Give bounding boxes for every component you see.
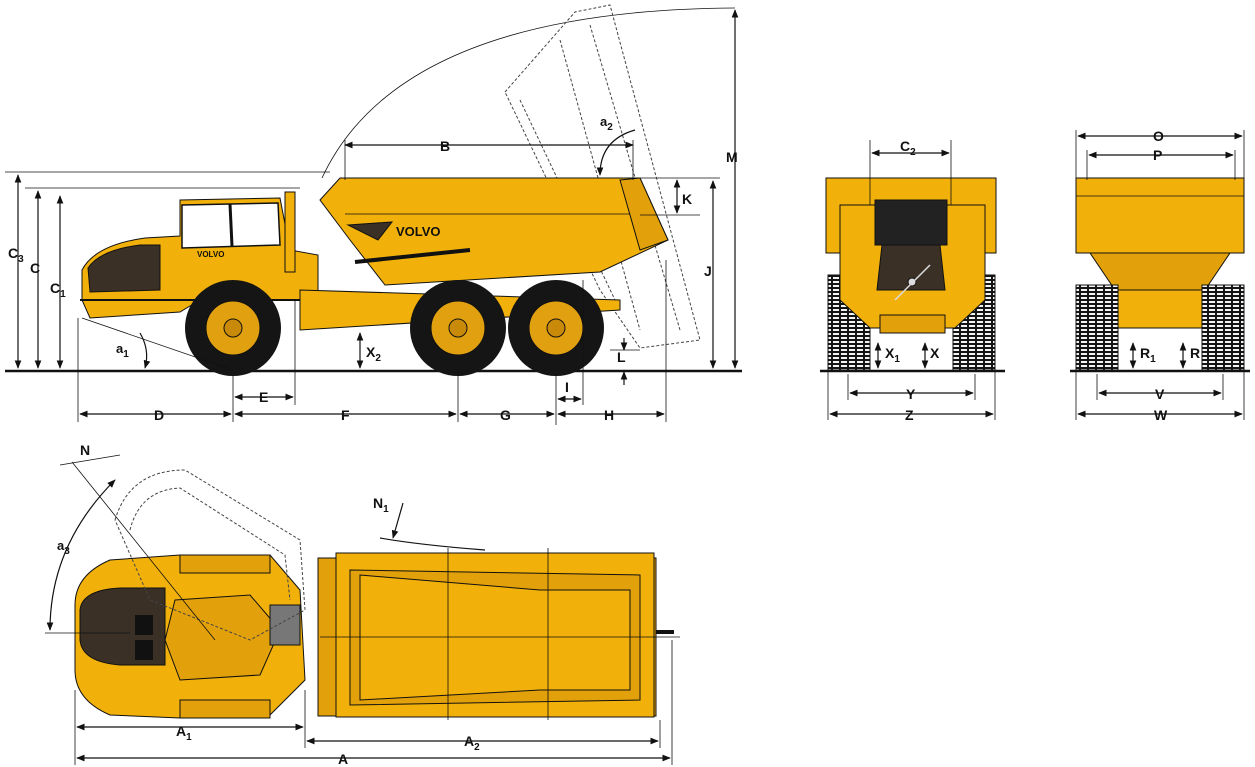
middle-wheel: [410, 280, 506, 376]
label-I: I: [565, 379, 569, 395]
label-R: R: [1190, 345, 1200, 361]
label-C1: C1: [50, 280, 66, 300]
label-W: W: [1154, 407, 1168, 423]
label-R1: R1: [1140, 345, 1156, 365]
label-Y: Y: [906, 386, 916, 402]
label-D: D: [154, 407, 164, 423]
label-K: K: [682, 191, 692, 207]
tipping-arc: [321, 7, 736, 179]
top-view: N1 N a3 A1 A2 A: [45, 442, 680, 767]
label-B: B: [440, 138, 450, 154]
label-O: O: [1153, 128, 1164, 144]
front-view: C2 X1 X Y Z: [820, 138, 1005, 423]
label-H: H: [604, 407, 614, 423]
front-wheel: [185, 280, 281, 376]
label-C3: C3: [8, 245, 24, 265]
label-a3: a3: [57, 538, 70, 557]
label-X2: X2: [366, 344, 381, 364]
rear-wheel: [508, 280, 604, 376]
label-J: J: [704, 263, 712, 279]
label-A: A: [338, 751, 348, 767]
label-V: V: [1155, 386, 1165, 402]
label-N1: N1: [373, 495, 389, 515]
volvo-body-logo: VOLVO: [396, 224, 441, 239]
label-a1: a1: [116, 341, 129, 360]
label-C2: C2: [900, 138, 916, 158]
label-L: L: [617, 349, 626, 365]
rear-view: O P R1 R V W: [1070, 128, 1250, 423]
label-N: N: [80, 442, 90, 458]
side-view: VOLVO VOLVO C3 C C1: [5, 4, 742, 425]
volvo-cab-logo: VOLVO: [197, 250, 224, 259]
label-M: M: [726, 149, 738, 165]
label-A1: A1: [176, 723, 192, 743]
dump-body: [319, 177, 669, 286]
label-A2: A2: [464, 733, 480, 753]
label-F: F: [341, 407, 350, 423]
label-a2: a2: [600, 114, 613, 133]
label-X: X: [930, 345, 940, 361]
label-E: E: [259, 389, 268, 405]
label-X1: X1: [885, 345, 900, 365]
label-P: P: [1153, 147, 1162, 163]
label-G: G: [500, 407, 511, 423]
label-Z: Z: [905, 407, 914, 423]
label-C: C: [30, 260, 40, 276]
